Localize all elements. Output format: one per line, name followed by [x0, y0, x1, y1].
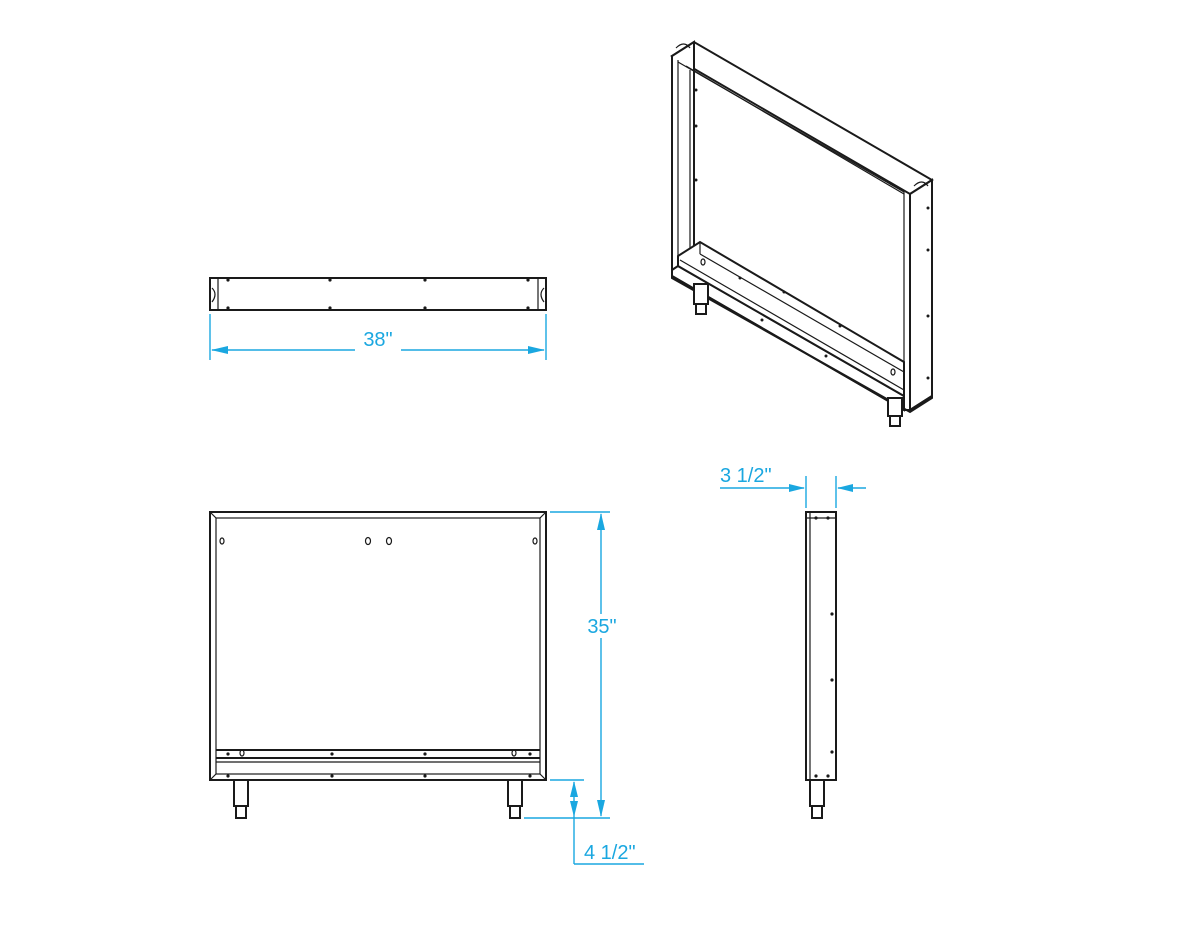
isometric-view — [670, 40, 934, 427]
front-leg-right — [507, 779, 523, 819]
height-dimension: 35" — [524, 511, 624, 819]
width-dimension: 38" — [209, 314, 547, 360]
iso-leg-right — [887, 397, 903, 427]
height-label: 35" — [587, 616, 616, 638]
iso-leg-left — [693, 283, 709, 315]
depth-label: 3 1/2" — [720, 465, 772, 487]
side-leg — [809, 779, 825, 819]
depth-dimension: 3 1/2" — [720, 465, 866, 508]
front-view — [209, 511, 547, 819]
width-label: 38" — [363, 329, 392, 351]
leg-height-dimension: 4 1/2" — [550, 779, 644, 865]
side-view — [805, 511, 837, 819]
front-leg-left — [233, 779, 249, 819]
top-view — [209, 277, 547, 311]
leg-height-label: 4 1/2" — [584, 842, 636, 864]
